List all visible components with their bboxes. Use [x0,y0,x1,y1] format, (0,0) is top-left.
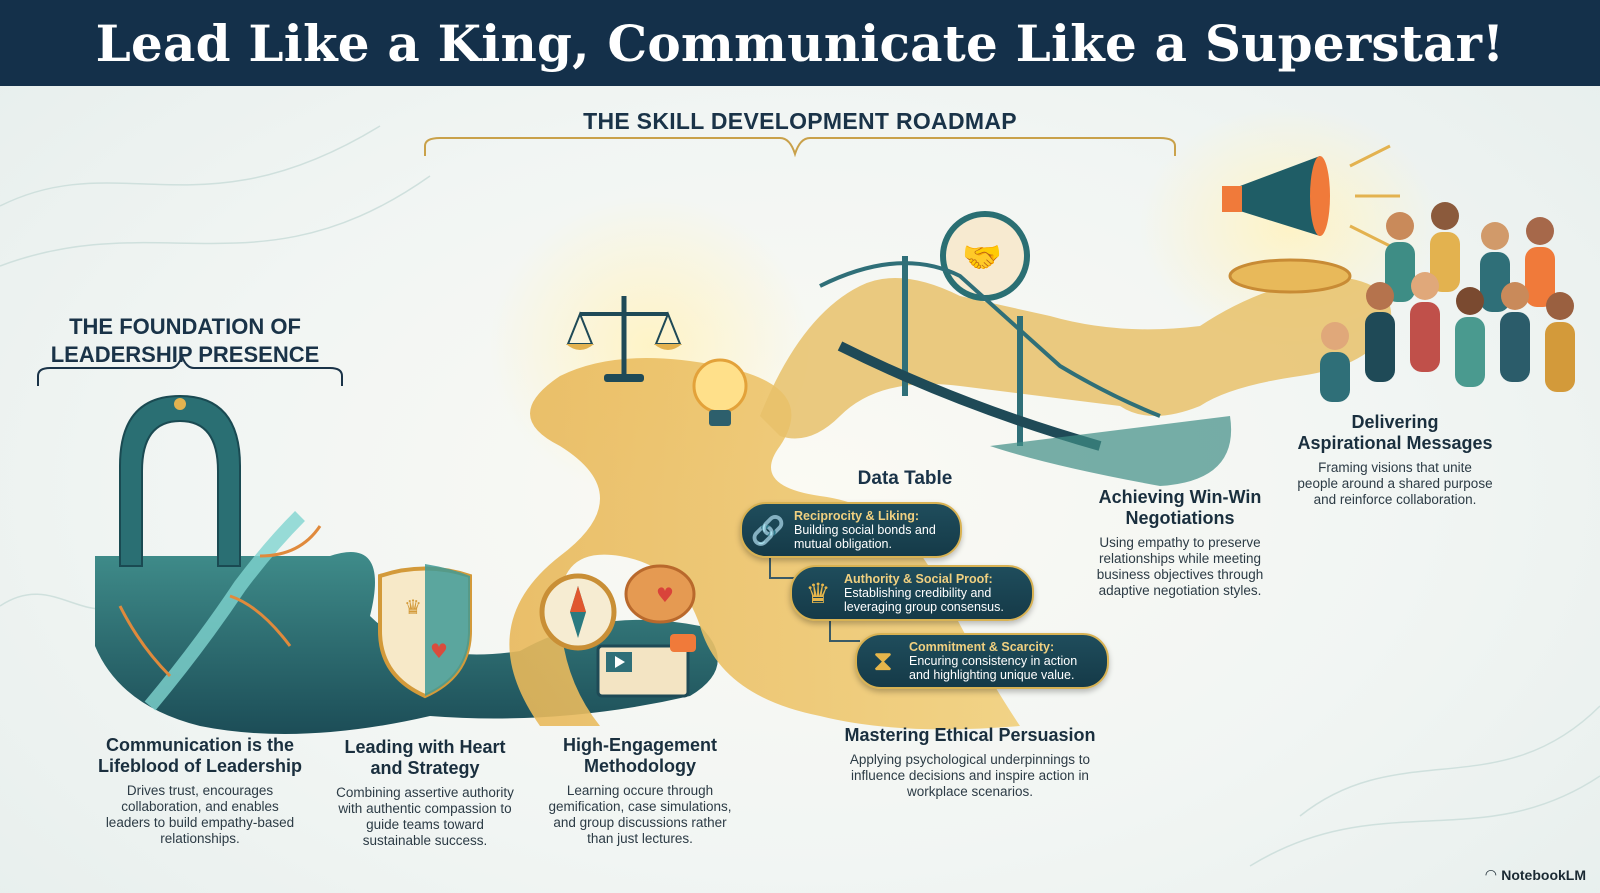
compass-icon [539,573,617,651]
roots [118,525,322,678]
row-text: and highlighting unique value. [909,668,1075,682]
svg-text:♥: ♥ [656,583,674,607]
foundation-heading-line-2: LEADERSHIP PRESENCE [50,342,320,367]
data-table-row: ⧗ Commitment & Scarcity: Encuring consis… [855,633,1109,689]
river [144,511,305,711]
table-connectors [769,556,860,642]
brain-heart-icon: ♥ [624,564,696,624]
title-banner: Lead Like a King, Communicate Like a Sup… [0,0,1600,86]
stage-persuasion: Mastering Ethical Persuasion Applying ps… [820,725,1120,800]
page-title: Lead Like a King, Communicate Like a Sup… [95,13,1505,73]
roadmap-bracket [424,137,1176,158]
row-label: Authority & Social Proof: [844,572,993,586]
roadmap-heading: THE SKILL DEVELOPMENT ROADMAP [583,108,1017,134]
svg-text:♥: ♥ [430,639,448,663]
row-text: leveraging group consensus. [844,600,1004,614]
row-label: Reciprocity & Liking: [794,509,920,523]
bridge [819,256,1232,486]
shield-icon: ♛ ♥ [378,564,472,699]
foundation-heading-line-1: THE FOUNDATION OF [69,314,301,339]
row-text: Encuring consistency in action [909,654,1078,668]
row-text: Establishing credibility and [844,586,992,600]
data-table-heading: Data Table [857,468,953,489]
foundation-heading: THE FOUNDATION OF LEADERSHIP PRESENCE [20,313,350,369]
chain-link-icon: 🔗 [750,514,786,546]
handshake-icon: 🤝 [940,211,1030,301]
hourglass-icon: ⧗ [873,644,893,676]
notebooklm-logo: ◠ NotebookLM [1485,866,1586,883]
data-table-row: 🔗 Reciprocity & Liking: Building social … [740,502,962,558]
data-table-row: ♛ Authority & Social Proof: Establishing… [790,565,1034,621]
foundation-bracket [37,352,343,386]
notebooklm-icon: ◠ [1485,866,1497,882]
arch-gateway [119,394,241,567]
row-text: mutual obligation. [794,537,892,551]
crown-icon: ♛ [805,577,831,609]
book-video-icon [596,634,696,698]
crowd-illustration [1320,202,1575,402]
svg-text:🤝: 🤝 [962,238,1002,276]
row-text: Building social bonds and [794,523,936,537]
megaphone-icon [1222,144,1400,294]
brand-name: NotebookLM [1501,866,1586,883]
upper-path [760,276,1392,439]
stage-title: Mastering Ethical Persuasion [844,725,1096,745]
svg-text:♛: ♛ [404,595,422,619]
lightbulb-icon [692,358,748,426]
decorative-lines [0,125,1600,867]
row-label: Commitment & Scarcity: [909,640,1055,654]
scales-icon [566,296,682,382]
